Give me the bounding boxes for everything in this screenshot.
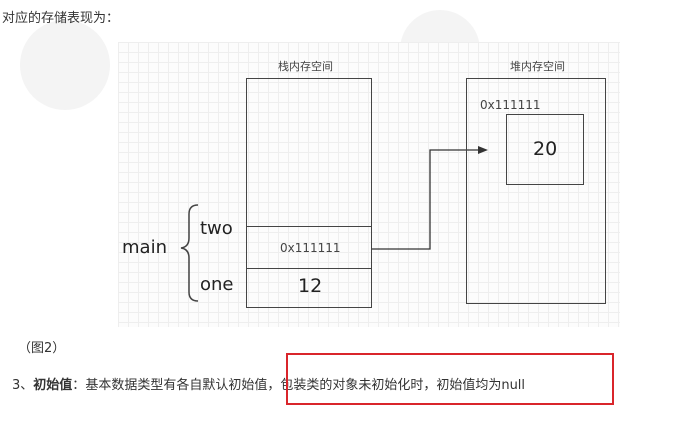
point-colon: ： [72,378,86,393]
point-term: 初始值 [33,378,73,393]
heap-object-box [506,114,584,185]
stack-slot-two [246,226,372,269]
heap-object-value: 20 [533,138,558,160]
arrowhead-icon [478,146,488,154]
stack-box [246,78,372,308]
watermark [20,20,110,110]
heap-title: 堆内存空间 [510,60,565,73]
stack-title: 栈内存空间 [278,60,333,73]
heap-address: 0x111111 [480,98,541,112]
diagram-lines [180,146,488,302]
frame-label-main: main [122,237,167,258]
brace-icon [180,204,199,302]
reference-arrow [372,149,483,250]
figure-caption: （图2） [18,341,66,356]
point-text: 基本数据类型有各自默认初始值， [85,378,281,393]
memory-diagram: 栈内存空间 堆内存空间 0x111111 12 two one main 0x1… [118,42,620,327]
point-text-highlight: 包装类的对象未初始化时，初始值均为null [280,378,526,393]
stack-value-one: 12 [298,275,323,297]
highlight-box [286,353,614,405]
heap-box [466,78,606,304]
point-number: 3、 [12,378,34,393]
var-name-two: two [200,218,233,239]
point-3: 3、初始值：基本数据类型有各自默认初始值，包装类的对象未初始化时，初始值均为nu… [12,374,525,393]
stack-value-two: 0x111111 [280,241,341,255]
var-name-one: one [200,274,234,295]
intro-text: 对应的存储表现为： [2,11,120,26]
